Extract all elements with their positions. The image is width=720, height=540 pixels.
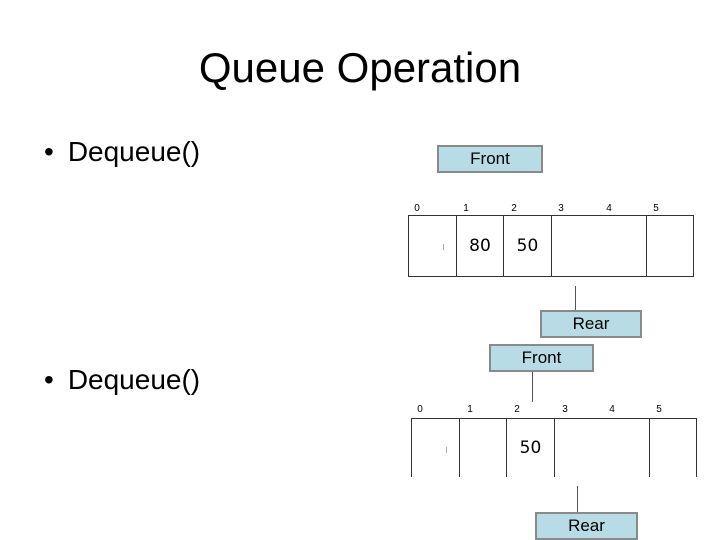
index-label: 1 [463, 203, 469, 214]
bullet-dequeue-1: • Dequeue() [44, 136, 200, 168]
slide-title: Queue Operation [198, 44, 522, 91]
bullet-text: Dequeue() [67, 364, 201, 395]
index-label: 0 [414, 203, 420, 214]
front-pointer-box: Front [489, 344, 594, 372]
array-cell [459, 419, 506, 477]
index-label: 1 [467, 404, 473, 415]
cell-value: 80 [469, 236, 491, 256]
rear-pointer-box: Rear [540, 310, 642, 338]
index-label: 4 [609, 404, 615, 415]
queue-array: 80 50 [408, 215, 694, 277]
front-pointer-line [532, 372, 533, 402]
cell-mark [446, 447, 447, 453]
bullet-text: Dequeue() [67, 136, 201, 167]
bullet-marker: • [44, 364, 54, 395]
bullet-marker: • [44, 136, 54, 167]
queue-array: 50 [411, 418, 697, 477]
index-label: 2 [511, 203, 517, 214]
array-cell [646, 216, 694, 276]
index-label: 5 [653, 203, 659, 214]
array-cell [649, 419, 697, 477]
index-label: 2 [514, 404, 520, 415]
index-label: 0 [417, 404, 423, 415]
rear-pointer-line [577, 486, 578, 512]
array-cell [554, 419, 649, 477]
array-cell [551, 216, 646, 276]
array-cell [408, 216, 456, 276]
index-label: 5 [656, 404, 662, 415]
front-pointer-box: Front [437, 145, 543, 173]
cell-mark [443, 244, 444, 250]
cell-value: 50 [519, 438, 542, 458]
index-label: 3 [558, 203, 564, 214]
array-cell: 80 [456, 216, 503, 276]
array-cell: 50 [506, 419, 554, 477]
rear-pointer-box: Rear [535, 512, 638, 540]
rear-pointer-line [575, 286, 576, 310]
array-cell: 50 [503, 216, 551, 276]
bullet-dequeue-2: • Dequeue() [44, 364, 200, 396]
index-label: 3 [562, 404, 568, 415]
array-cell [411, 419, 459, 477]
index-label: 4 [606, 203, 612, 214]
cell-value: 50 [516, 236, 539, 256]
